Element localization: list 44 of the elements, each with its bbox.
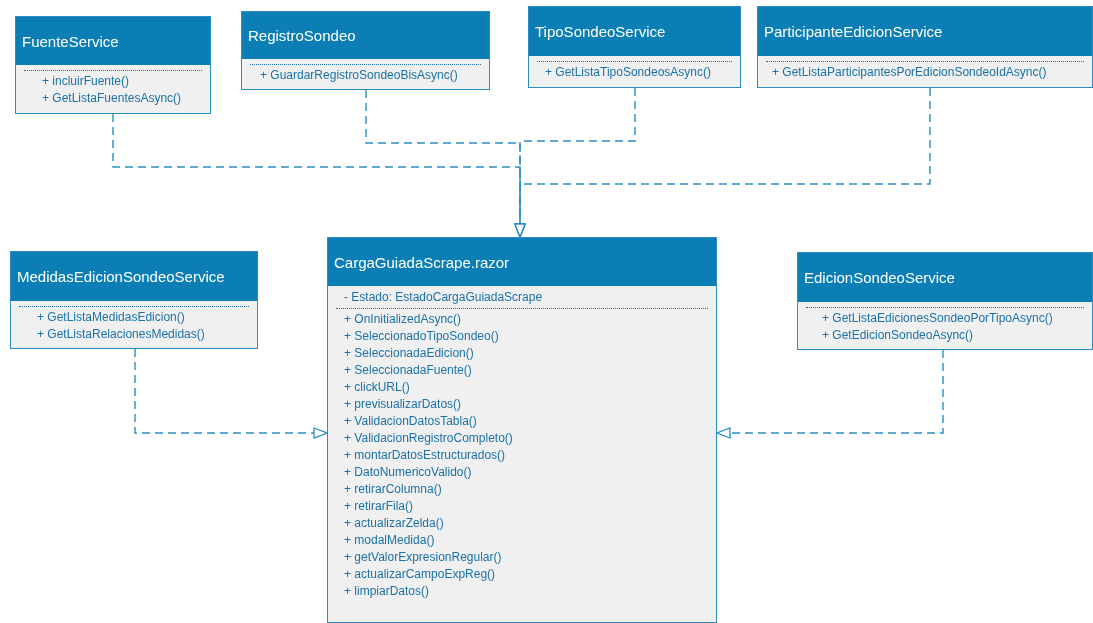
method-text: + ValidacionRegistroCompleto() xyxy=(343,430,514,447)
class-name-header: MedidasEdicionSondeoService xyxy=(11,252,257,301)
method-text: + ValidacionDatosTabla() xyxy=(343,413,478,430)
class-name-header: ParticipanteEdicionService xyxy=(758,7,1092,56)
class-name-header: FuenteService xyxy=(16,17,210,65)
method-text: + clickURL() xyxy=(343,379,411,396)
method-text: + incluirFuente() xyxy=(41,73,131,90)
method-text: + GetListaParticipantesPorEdicionSondeoIdAsync() xyxy=(771,64,1048,81)
class-name-header: RegistroSondeo xyxy=(242,12,489,59)
method-text: + GetEdicionSondeoAsync() xyxy=(821,327,975,344)
method-text: + actualizarZelda() xyxy=(343,515,445,532)
class-box xyxy=(15,16,211,114)
method-text: + actualizarCampoExpReg() xyxy=(343,566,497,583)
class-name-header: CargaGuiadaScrape.razor xyxy=(328,238,716,286)
class-box xyxy=(757,6,1093,88)
method-text: + GetListaFuentesAsync() xyxy=(41,90,183,107)
method-text: + GetListaEdicionesSondeoPorTipoAsync() xyxy=(821,310,1054,327)
method-text: + GuardarRegistroSondeoBisAsync() xyxy=(259,67,459,84)
method-text: + OnInitializedAsync() xyxy=(343,311,463,328)
class-box xyxy=(241,11,490,90)
method-text: + retirarFila() xyxy=(343,498,414,515)
dashed-arrow xyxy=(134,348,328,439)
method-text: + SeleccionadaEdicion() xyxy=(343,345,475,362)
method-text: + DatoNumericoValido() xyxy=(343,464,473,481)
method-text: + retirarColumna() xyxy=(343,481,443,498)
method-text: + GetListaTipoSondeosAsync() xyxy=(544,64,712,81)
method-text: + montarDatosEstructurados() xyxy=(343,447,507,464)
dashed-arrow xyxy=(716,349,944,439)
method-text: + SeleccionadoTipoSondeo() xyxy=(343,328,500,345)
dashed-arrow xyxy=(514,87,931,238)
method-text: + getValorExpresionRegular() xyxy=(343,549,503,566)
class-box xyxy=(797,252,1093,350)
method-text: + GetListaMedidasEdicion() xyxy=(36,309,186,326)
class-box xyxy=(528,6,741,88)
method-text: + previsualizarDatos() xyxy=(343,396,463,413)
method-text: + SeleccionadaFuente() xyxy=(343,362,473,379)
method-text: + limpiarDatos() xyxy=(343,583,431,600)
attribute-text: - Estado: EstadoCargaGuiadaScrape xyxy=(343,289,544,306)
class-name-header: TipoSondeoService xyxy=(529,7,740,56)
class-box xyxy=(327,237,717,623)
method-text: + modalMedida() xyxy=(343,532,436,549)
method-text: + GetListaRelacionesMedidas() xyxy=(36,326,206,343)
class-box xyxy=(10,251,258,349)
class-name-header: EdicionSondeoService xyxy=(798,253,1092,302)
